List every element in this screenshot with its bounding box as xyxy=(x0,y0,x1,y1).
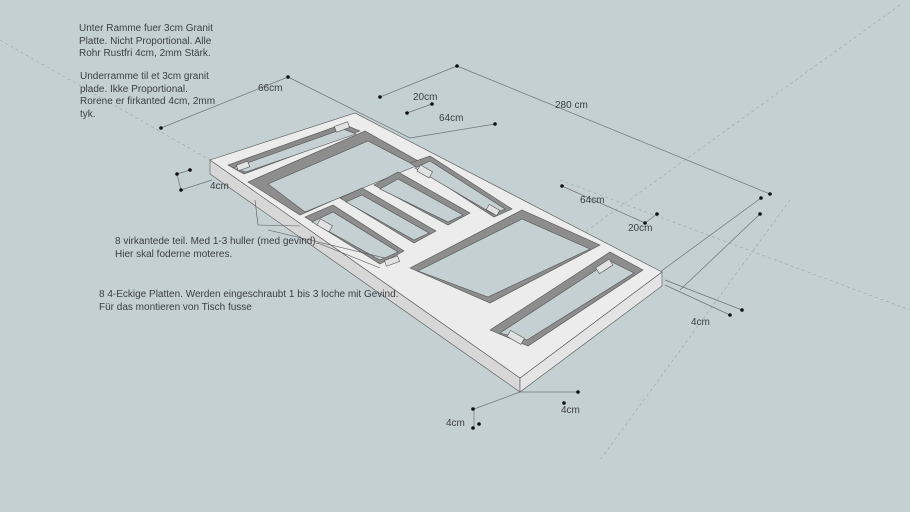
dim-spacing-20-top: 20cm xyxy=(413,92,437,103)
dim-tube-right: 4cm xyxy=(691,317,710,328)
leader-lines xyxy=(254,199,386,269)
dimension-markers xyxy=(159,64,772,430)
dim-tube-left: 4cm xyxy=(210,181,229,192)
mount-plate xyxy=(485,203,501,217)
note-danish-plates: 8 virkantede teil. Med 1-3 huller (med g… xyxy=(115,236,319,260)
mount-plate xyxy=(235,160,251,172)
dim-spacing-64-top: 64cm xyxy=(439,113,463,124)
dimension-lines xyxy=(160,65,771,428)
mount-plate xyxy=(334,121,350,133)
mount-plate xyxy=(416,164,433,179)
mount-plate xyxy=(316,218,333,233)
mount-plate xyxy=(595,258,614,275)
frame-openings xyxy=(227,121,644,347)
frame-3d-model xyxy=(209,112,663,393)
dim-spacing-20-right: 20cm xyxy=(628,223,652,234)
note-danish-header: Underramme til et 3cm granit plade. Ikke… xyxy=(80,71,216,120)
mount-plate xyxy=(384,255,400,267)
dim-width-66: 66cm xyxy=(258,83,282,94)
dim-tube-bottom-width: 4cm xyxy=(561,405,580,416)
dim-tube-bottom-height: 4cm xyxy=(446,418,465,429)
dim-spacing-64-right: 64cm xyxy=(580,195,604,206)
note-german-header: Unter Ramme fuer 3cm Granit Platte. Nich… xyxy=(79,23,213,59)
guide-lines xyxy=(0,4,910,461)
dim-length-280: 280 cm xyxy=(555,100,588,111)
note-german-plates: 8 4-Eckige Platten. Werden eingeschraubt… xyxy=(99,289,399,313)
mount-plate xyxy=(506,329,525,345)
